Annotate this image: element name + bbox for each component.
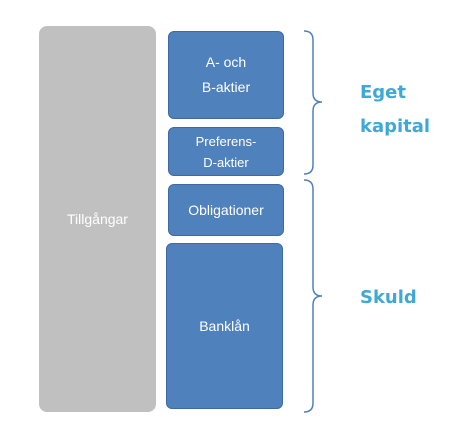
equity-brace xyxy=(303,30,323,175)
preference-shares-block: Preferens- D-aktier xyxy=(168,127,284,176)
block-line: D-aktier xyxy=(203,154,249,170)
block-line: Banklån xyxy=(199,317,250,334)
equity-label-line: kapital xyxy=(360,116,431,137)
bonds-block: Obligationer xyxy=(168,184,284,236)
assets-block: Tillgångar xyxy=(39,26,156,412)
equity-label-line: Eget xyxy=(360,82,406,103)
block-line: B-aktier xyxy=(201,79,251,95)
share-capital-block: A- och B-aktier xyxy=(168,31,284,119)
block-line: Preferens- xyxy=(195,133,257,149)
bank-loan-block: Banklån xyxy=(166,243,283,409)
equity-label: Eget kapital xyxy=(360,76,430,144)
block-line: A- och xyxy=(205,54,247,70)
debt-label-line: Skuld xyxy=(360,287,417,308)
debt-brace xyxy=(303,179,323,413)
block-line: Obligationer xyxy=(188,201,264,218)
assets-label: Tillgångar xyxy=(67,210,128,227)
debt-label: Skuld xyxy=(360,281,417,315)
